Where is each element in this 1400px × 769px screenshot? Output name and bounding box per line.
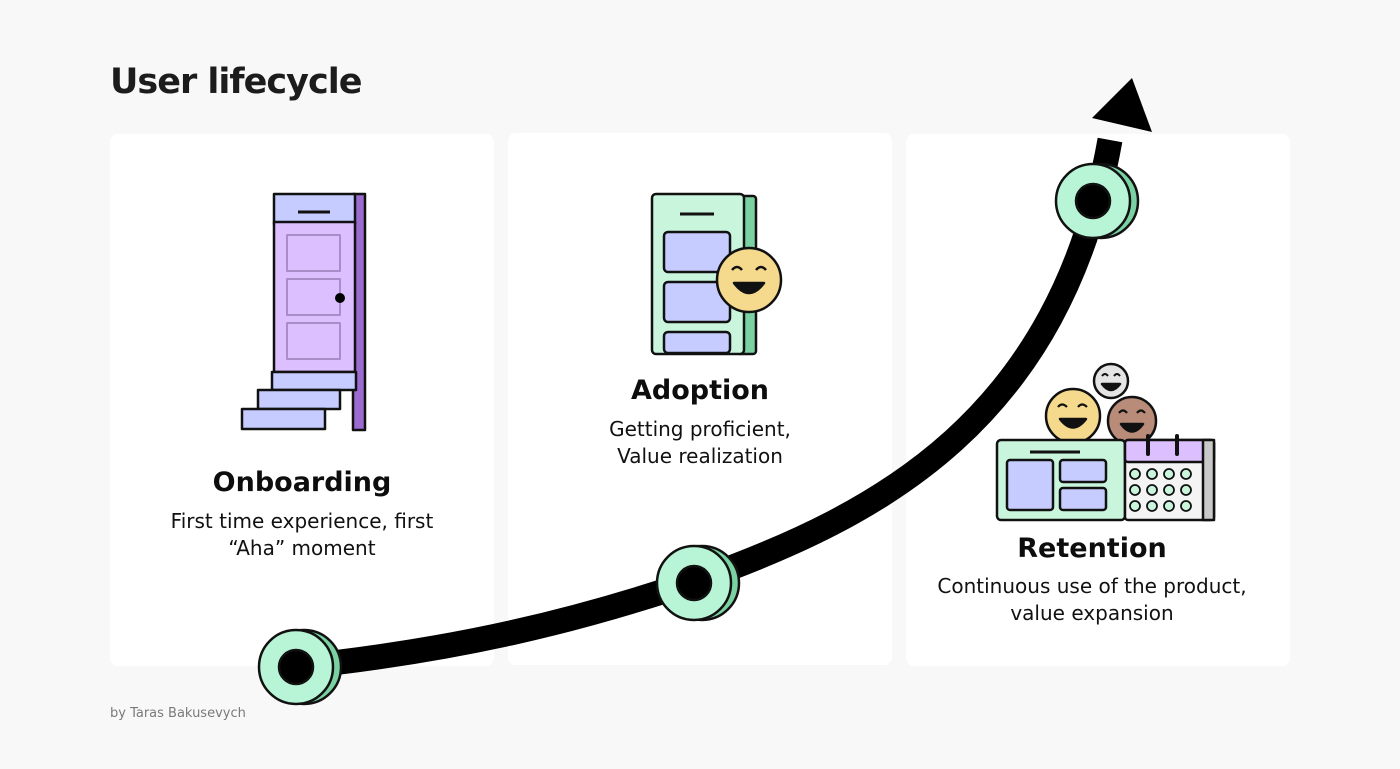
stage-desc-line: “Aha” moment [228,536,376,560]
arrow-head-icon [1092,78,1152,132]
stage-title-onboarding: Onboarding [212,467,392,498]
stage-desc-line: Getting proficient, [609,417,791,441]
stage-title-retention: Retention [1017,533,1167,564]
growth-curve [294,137,1123,680]
phone-smiley-icon [650,192,783,356]
curve-node-onboarding [257,628,343,706]
stage-desc-retention: Continuous use of the product, value exp… [900,573,1284,627]
stage-desc-line: Continuous use of the product, [937,574,1247,598]
stage-title-adoption: Adoption [630,375,770,406]
stage-desc-line: value expansion [1010,601,1174,625]
stage-desc-onboarding: First time experience, first “Aha” momen… [110,508,494,562]
curve-node-retention [1054,162,1140,240]
stage-desc-line: Value realization [617,444,783,468]
dashboard-calendar-icon [995,362,1216,522]
stage-desc-adoption: Getting proficient, Value realization [508,416,892,470]
door-icon [240,192,367,432]
curve-node-adoption [655,544,741,622]
author-credit: by Taras Bakusevych [110,706,246,721]
page-title: User lifecycle [110,62,362,102]
stage-desc-line: First time experience, first [170,509,434,533]
